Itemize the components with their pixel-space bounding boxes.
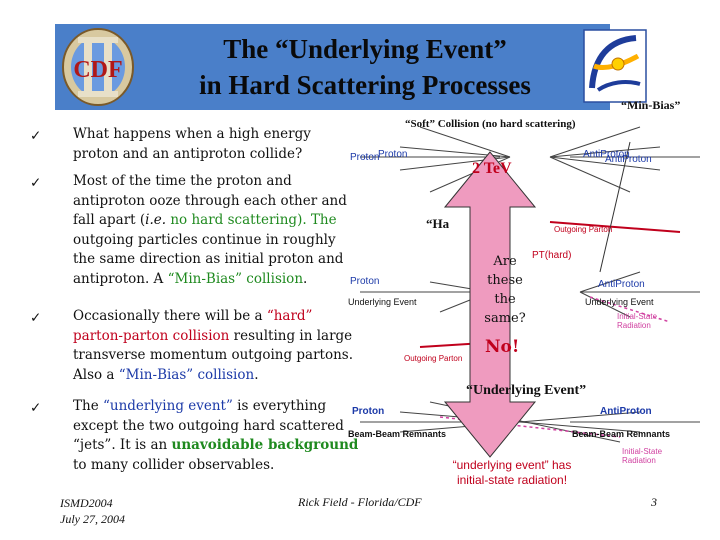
antiproton-label-top-2: AntiProton [605, 154, 652, 165]
outgoing-parton-label-2: Outgoing Parton [404, 354, 463, 363]
antiproton-label-bottom: AntiProton [600, 406, 652, 417]
footer-conference: ISMD2004 July 27, 2004 [60, 496, 125, 526]
hard-title-partial: “Ha [426, 216, 450, 231]
bullet-2-text: Most of the time the proton and antiprot… [73, 173, 347, 287]
page-number: 3 [651, 495, 657, 509]
cdf-logo: CDF [60, 27, 136, 107]
proton-label-bottom: Proton [352, 406, 385, 417]
underlying-event-title: “Underlying Event” [466, 383, 587, 398]
isr-note: “underlying event” has initial-state rad… [452, 458, 572, 487]
beam-remnants-label-right: Beam-Beam Remnants [572, 429, 671, 439]
comparison-double-arrow [443, 151, 537, 458]
energy-label: 2 TeV [472, 160, 512, 177]
antiproton-label-mid: AntiProton [598, 279, 645, 290]
underlying-event-label-left: Underlying Event [348, 297, 417, 307]
pointer-line [599, 141, 631, 273]
soft-collision-panel [360, 126, 700, 193]
title-line-2: in Hard Scattering Processes [199, 70, 531, 100]
title-banner [55, 24, 610, 110]
footer-author: Rick Field - Florida/CDF [298, 495, 422, 509]
bullet-3-icon: ✓ [30, 310, 42, 326]
beam-remnants-label-left: Beam-Beam Remnants [348, 429, 447, 439]
isr-label-mid: Initial-State Radiation [617, 312, 658, 330]
proton-label-mid: Proton [350, 276, 380, 287]
isr-line [589, 296, 671, 323]
title-line-1: The “Underlying Event” [223, 34, 507, 64]
cdf-logo-text: CDF [73, 57, 122, 83]
min-bias-label: “Min-Bias” [621, 98, 681, 112]
bullet-4-text: The “underlying event” is everything exc… [73, 398, 359, 473]
bullet-1-text: What happens when a high energy proton a… [73, 126, 311, 162]
underlying-event-panel [360, 401, 700, 443]
outgoing-parton-line [549, 221, 681, 233]
bullet-1-icon: ✓ [30, 128, 42, 144]
bullet-3-text: Occasionally there will be a “hard” part… [73, 308, 354, 383]
physics-logo [580, 26, 650, 106]
underlying-event-label-right: Underlying Event [585, 297, 654, 307]
answer-text: No! [485, 337, 520, 357]
collision-diagram [360, 126, 700, 458]
outgoing-parton-label: Outgoing Parton [554, 225, 613, 234]
question-text: Are these the same? [484, 254, 526, 326]
pt-hard-label: PT(hard) [532, 250, 572, 261]
bullet-2-icon: ✓ [30, 175, 42, 191]
bullet-4-icon: ✓ [30, 400, 42, 416]
proton-label-top: Proton [350, 152, 380, 163]
antiproton-label-top: AntiProton [583, 149, 630, 160]
isr-label-bottom: Initial-State Radiation [622, 447, 663, 465]
proton-label-top-2: Proton [378, 149, 408, 160]
soft-collision-title: “Soft” Collision (no hard scattering) [405, 118, 576, 130]
